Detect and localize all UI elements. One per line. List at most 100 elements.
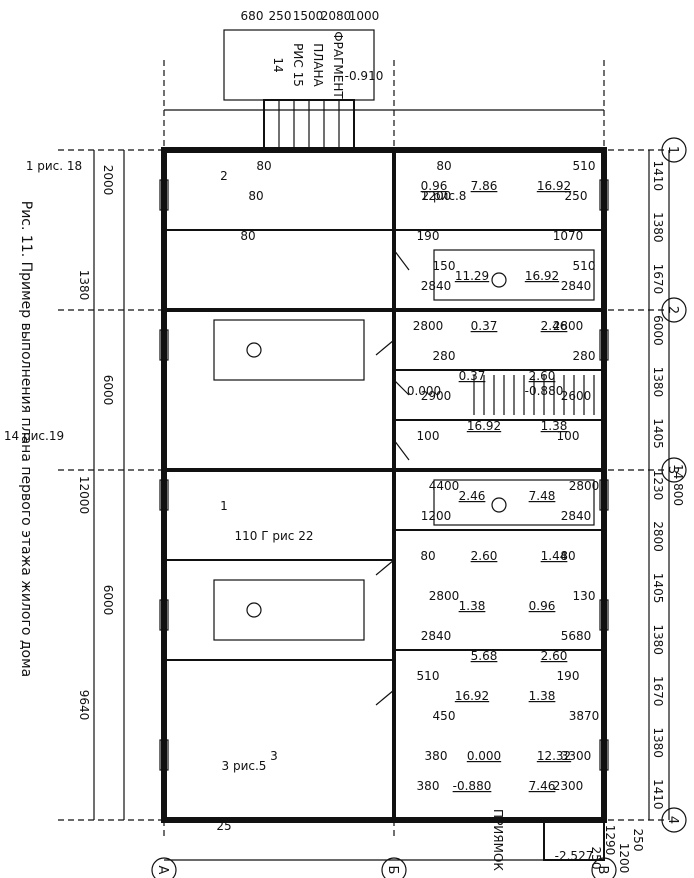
dim-label-inner: 2840 xyxy=(421,279,452,293)
dim-label-inner: 3300 xyxy=(561,749,592,763)
dim-label-inner: 2600 xyxy=(561,389,592,403)
dim-label-inner: 2840 xyxy=(561,509,592,523)
dim-label-inner: 190 xyxy=(417,229,440,243)
dim-label-top: 2800 xyxy=(651,521,665,552)
section-ref: 2 рис.8 xyxy=(422,189,467,203)
axis-bubble-1 xyxy=(661,137,687,163)
staircase-hatch xyxy=(473,375,595,415)
section-ref: 3 рис.5 xyxy=(222,759,267,773)
dim-label-top: 1410 xyxy=(651,160,665,191)
section-ref: 1 рис. 18 xyxy=(26,159,82,173)
dim-label-inner: 2800 xyxy=(429,589,460,603)
room-area: 2.46 xyxy=(459,489,486,503)
dim-label-inner: 150 xyxy=(433,259,456,273)
room-area: 2.60 xyxy=(541,649,568,663)
room-area: 0.37 xyxy=(459,369,486,383)
dim-label-inner: 2300 xyxy=(553,779,584,793)
dim-label-inner: 80 xyxy=(240,229,255,243)
room-area: 0.96 xyxy=(421,179,448,193)
dim-label-top: 1405 xyxy=(651,573,665,604)
section-ref: 1 xyxy=(220,499,228,513)
room-area: 0.000 xyxy=(467,749,501,763)
bathroom-left xyxy=(433,249,595,301)
inner-dimensions: 5102501070510284028002802600100280028408… xyxy=(240,159,599,793)
dim-label-top: 1405 xyxy=(651,418,665,449)
dim-label-stair: 1000 xyxy=(349,9,380,23)
dim-label-tail: 250 xyxy=(631,829,645,852)
room-area: 16.92 xyxy=(537,179,571,193)
dim-label-bottom: 6000 xyxy=(101,585,115,616)
dim-label-inner: 3870 xyxy=(569,709,600,723)
dim-label-inner: 510 xyxy=(573,159,596,173)
dim-label-inner: 5680 xyxy=(561,629,592,643)
dim-label-inner: 4400 xyxy=(429,479,460,493)
dim-label-inner: 250 xyxy=(565,189,588,203)
axis-label-2: 2 xyxy=(665,306,680,314)
dim-label-top: 1670 xyxy=(651,676,665,707)
dim-label-inner: 130 xyxy=(573,589,596,603)
room-area: 7.46 xyxy=(529,779,556,793)
dim-label-inner: 2800 xyxy=(553,319,584,333)
dim-label-stair: 250 xyxy=(269,9,292,23)
fragment-mark: 14 xyxy=(271,57,285,72)
section-ref: 2 xyxy=(220,169,228,183)
axis-bubble-v xyxy=(591,857,617,878)
room-area: 2.60 xyxy=(529,369,556,383)
dim-label-inner: 510 xyxy=(573,259,596,273)
fragment-ref: РИС 15 xyxy=(291,43,305,87)
dim-label-top: 6000 xyxy=(651,315,665,346)
room-area: 0.37 xyxy=(471,319,498,333)
dim-label-inner: 80 xyxy=(420,549,435,563)
dim-label-inner: 2800 xyxy=(569,479,600,493)
level-mark: -0.880 xyxy=(525,384,564,398)
dim-label-inner: 280 xyxy=(573,349,596,363)
entrance-stair-steps xyxy=(278,100,340,150)
room-area: 16.92 xyxy=(525,269,559,283)
room-area: -0.880 xyxy=(453,779,492,793)
dimension-lines xyxy=(93,109,670,861)
room-area: 1.38 xyxy=(459,599,486,613)
dim-label-top: 1670 xyxy=(651,264,665,295)
dim-label-inner: 1200 xyxy=(421,509,452,523)
level-mark: -0.910 xyxy=(345,69,384,83)
dim-label-inner: 380 xyxy=(417,779,440,793)
dim-label-inner: 280 xyxy=(433,349,456,363)
dim-label-inner: 450 xyxy=(433,709,456,723)
level-mark: 0.000 xyxy=(407,384,441,398)
dim-label-inner: 510 xyxy=(417,669,440,683)
room-area: 0.96 xyxy=(529,599,556,613)
total-length: 14 800 xyxy=(671,464,685,506)
dim-label-bottom: 2000 xyxy=(101,165,115,196)
axis-bubble-2 xyxy=(661,297,687,323)
dim-label-tail: 250 xyxy=(589,847,603,870)
axis-label-a: А xyxy=(155,866,170,875)
top-dimension-chain: 1410138016706000138014051230280014051380… xyxy=(651,160,665,809)
axis-bubble-3 xyxy=(661,457,687,483)
dim-label-tail: 1200 xyxy=(617,843,631,874)
dim-label-inner: 2840 xyxy=(561,279,592,293)
fragment-title: ФРАГМЕНТ xyxy=(331,31,345,99)
axis-bubble-b xyxy=(381,857,407,878)
dim-label-inner: 80 xyxy=(560,549,575,563)
axis-label-b: Б xyxy=(385,866,400,875)
dim-label-stair: 2080 xyxy=(321,9,352,23)
dim-label-inner: 380 xyxy=(425,749,448,763)
fragment-subtitle: ПЛАНА xyxy=(311,43,325,87)
dim-label-bottom: 9640 xyxy=(77,690,91,721)
room-area: 11.29 xyxy=(455,269,489,283)
axis-label-v: В xyxy=(595,866,610,875)
dim-label-inner: 2800 xyxy=(413,319,444,333)
light-well-label: ПРИЯМОК xyxy=(491,809,505,871)
dim-label-bottom: 1380 xyxy=(77,270,91,301)
axis-lines xyxy=(54,60,664,840)
room-area: 16.92 xyxy=(455,689,489,703)
room-area: 1.38 xyxy=(541,419,568,433)
dim-label-inner: 1070 xyxy=(553,229,584,243)
room-area: 2.46 xyxy=(541,319,568,333)
